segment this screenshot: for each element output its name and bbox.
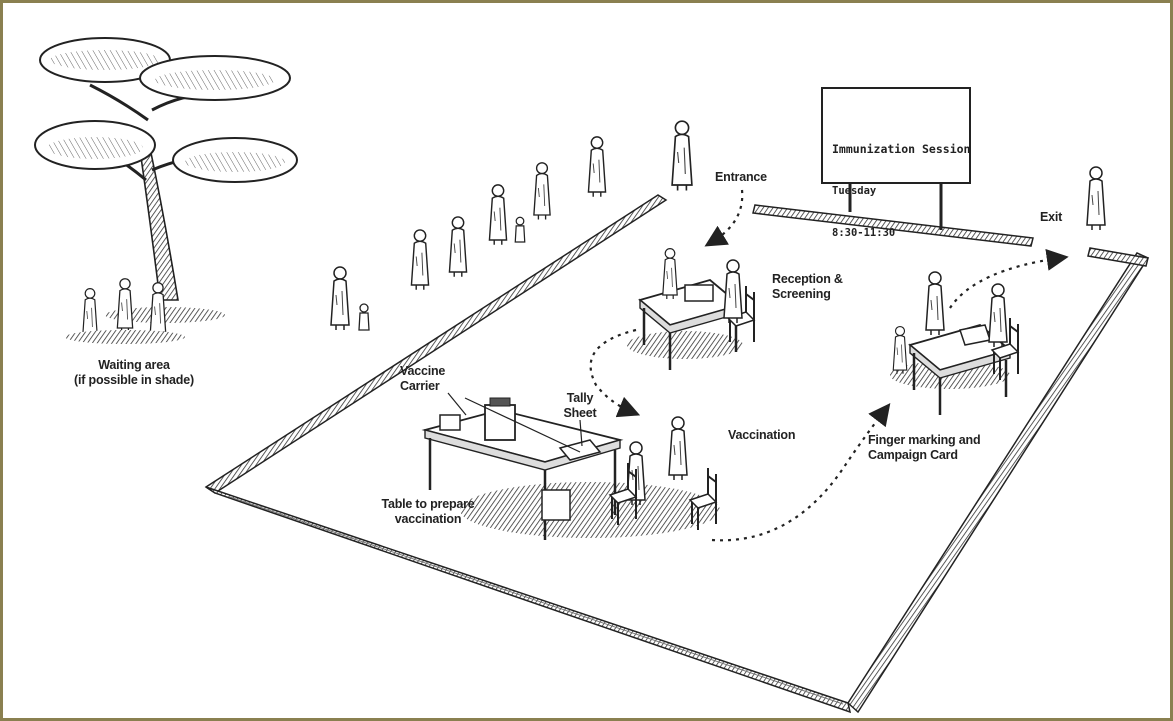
- sign-day: Tuesday: [832, 185, 877, 197]
- waiting-area-label: Waiting area (if possible in shade): [74, 358, 194, 387]
- finger-marking-station: [890, 271, 1019, 417]
- tally-sheet-label: Tally Sheet: [563, 391, 597, 420]
- sign-board-text: Immunization Session Tuesday 8:30-11:30: [832, 114, 970, 254]
- reception-station: [627, 248, 755, 372]
- vaccination-station: [421, 397, 720, 540]
- exit-person: [1086, 166, 1106, 231]
- vaccination-label: Vaccination: [728, 428, 796, 442]
- finger-marking-label: Finger marking and Campaign Card: [868, 433, 981, 462]
- entrance-label: Entrance: [715, 170, 767, 184]
- vaccine-carrier-label: Vaccine Carrier: [400, 364, 446, 393]
- waiting-mothers: [65, 278, 185, 344]
- sign-board-icon: [821, 87, 971, 230]
- exit-label: Exit: [1040, 210, 1063, 224]
- sign-title: Immunization Session: [832, 142, 971, 156]
- flow-arrows: [589, 189, 1069, 542]
- reception-label: Reception & Screening: [772, 272, 843, 301]
- tree-icon: [34, 37, 298, 323]
- site-perimeter: [204, 194, 1150, 714]
- sign-time: 8:30-11:30: [832, 227, 896, 239]
- table-prepare-label: Table to prepare vaccination: [381, 497, 475, 526]
- leader-lines: [447, 392, 583, 453]
